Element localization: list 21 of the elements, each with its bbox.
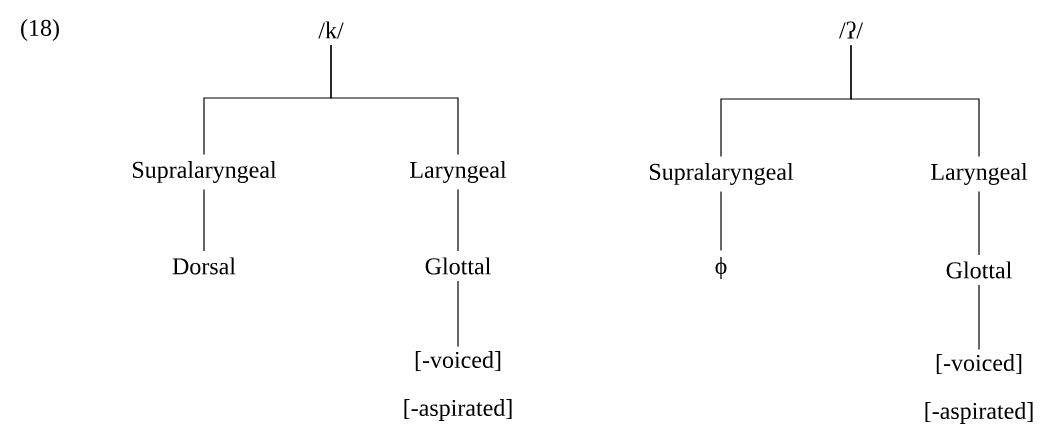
tree-branch: [850, 44, 980, 158]
feature-label: Supralaryngeal: [649, 163, 794, 185]
feature-label: Laryngeal: [931, 163, 1028, 185]
phoneme-label: /k/: [318, 21, 344, 39]
feature-label: Supralaryngeal: [132, 161, 277, 183]
tree-branch: [203, 188, 205, 252]
feature-label: ϕ: [715, 257, 727, 279]
tree-branch: [720, 190, 722, 252]
tree-branch: [978, 190, 980, 256]
tree-branch: [330, 44, 459, 156]
feature-label: [-voiced] [-aspirated]: [925, 354, 1033, 424]
example-number: (18): [21, 19, 59, 41]
tree-branch: [978, 284, 980, 351]
feature-label: Laryngeal: [410, 161, 507, 183]
feature-label: Glottal: [946, 261, 1012, 279]
tree-branch: [457, 188, 459, 252]
phoneme-label: /ʔ/: [839, 21, 863, 39]
feature-label: Glottal: [425, 257, 491, 275]
tree-branch: [457, 280, 459, 348]
feature-label: [-voiced] [-aspirated]: [404, 351, 512, 421]
feature-label: Dorsal: [172, 257, 236, 275]
